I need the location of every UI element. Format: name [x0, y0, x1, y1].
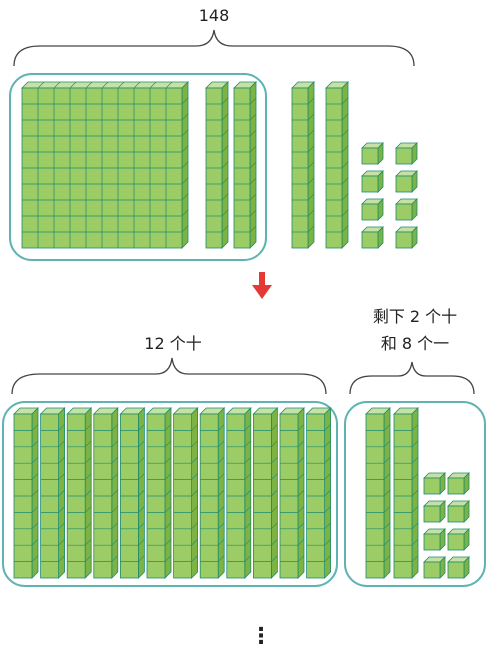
top-brace: [13, 29, 415, 67]
ten-rod: [279, 407, 305, 579]
ten-rod: [146, 407, 172, 579]
ten-rod: [205, 81, 229, 249]
ten-rod: [92, 407, 119, 579]
ten-rod: [252, 407, 279, 579]
hundred-block: [21, 81, 189, 249]
twelve-tens-group-box: [2, 401, 338, 587]
unit-cube: [447, 556, 470, 579]
ten-rod: [199, 407, 226, 579]
twelve-tens-label: 12 个十: [144, 334, 202, 353]
continuation-marker: ⋮: [250, 624, 272, 649]
remainder-label-line1: 剩下 2 个十: [372, 307, 458, 326]
ten-rod: [393, 407, 419, 579]
ten-rod: [13, 407, 39, 579]
ten-rod: [172, 407, 199, 579]
unit-cube: [447, 472, 470, 495]
unit-cube: [395, 198, 418, 221]
ten-rod: [119, 407, 146, 579]
remainder-unit-cubes: [423, 472, 470, 579]
ten-rod: [305, 407, 332, 579]
hundred-group-box: [9, 73, 267, 261]
remainder-label-line2: 和 8 个一: [380, 334, 450, 353]
unit-cube: [361, 170, 384, 193]
remainder-group-box: [344, 401, 486, 587]
top-unit-cubes: [361, 142, 418, 249]
unit-cube: [423, 528, 446, 551]
ten-rod: [365, 407, 391, 579]
down-arrow-icon: [252, 272, 272, 299]
unit-cube: [423, 500, 446, 523]
unit-cube: [361, 198, 384, 221]
unit-cube: [395, 170, 418, 193]
bottom-right-brace: [349, 361, 475, 395]
bottom-left-brace: [11, 357, 327, 395]
remainder-ten-rods: [365, 407, 419, 579]
top-total-label: 148: [198, 6, 230, 25]
unit-cube: [447, 500, 470, 523]
ten-rod: [225, 407, 252, 579]
unit-cube: [423, 472, 446, 495]
top-ten-rods: [205, 81, 349, 249]
unit-cube: [361, 226, 384, 249]
ten-rod: [39, 407, 66, 579]
ten-rod: [325, 81, 349, 249]
bottom-ten-rods: [13, 407, 332, 579]
ten-rod: [66, 407, 93, 579]
unit-cube: [423, 556, 446, 579]
unit-cube: [447, 528, 470, 551]
ten-rod: [233, 81, 257, 249]
unit-cube: [395, 142, 418, 165]
unit-cube: [395, 226, 418, 249]
unit-cube: [361, 142, 384, 165]
ten-rod: [291, 81, 315, 249]
